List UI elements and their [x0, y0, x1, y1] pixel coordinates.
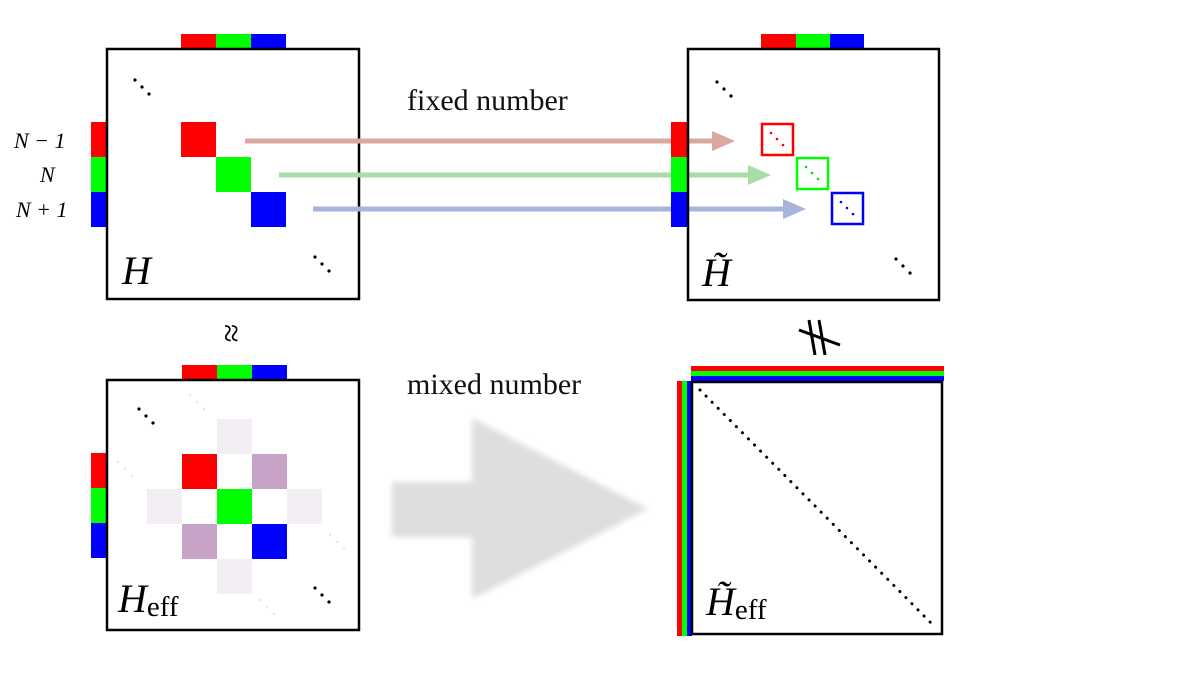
ht-left-strip-blue — [671, 192, 688, 227]
h-left-strip-blue — [91, 192, 107, 227]
ht-dots-top — [715, 80, 733, 98]
h-dots-bottom — [313, 255, 331, 273]
he-block-blue — [252, 524, 287, 559]
arrow-red — [245, 131, 735, 151]
hte-left-red — [677, 381, 682, 636]
arrow-green — [279, 165, 771, 185]
h-label: H — [121, 248, 153, 293]
ht-block-blue-dots — [839, 200, 855, 216]
approx-symbol: ≈ — [212, 324, 249, 343]
ht-block-red-dots — [769, 131, 785, 147]
row-label-n-minus-1: N − 1 — [13, 128, 66, 153]
ht-top-strip-red — [761, 34, 796, 49]
h-dots-top — [133, 78, 151, 96]
matrix-h-eff: Heff — [91, 365, 361, 632]
he-block-light-3 — [287, 489, 322, 524]
matrix-h: H — [91, 34, 361, 301]
h-block-green — [216, 157, 251, 192]
he-left-strip-green — [91, 488, 107, 523]
caption-fixed-number: fixed number — [407, 84, 568, 117]
h-left-strip-green — [91, 157, 107, 192]
h-tilde-label: H̃ — [701, 250, 733, 295]
caption-mixed-number: mixed number — [407, 368, 581, 401]
ht-left-strip-green — [671, 157, 688, 192]
h-left-strip-red — [91, 122, 107, 157]
h-top-strip-red — [181, 34, 216, 49]
hte-top-red — [691, 366, 944, 371]
h-tilde-eff-label: H̃eff — [705, 579, 767, 626]
h-top-strip-green — [216, 34, 251, 49]
hte-top-green — [691, 371, 944, 376]
he-block-purple-2 — [182, 524, 217, 559]
ht-block-red — [760, 122, 795, 157]
he-left-strip-red — [91, 453, 107, 488]
ht-top-strip-blue — [830, 34, 864, 49]
he-block-purple-1 — [252, 454, 287, 489]
he-block-light-4 — [217, 559, 252, 594]
he-top-strip-green — [217, 365, 252, 380]
big-arrow — [392, 418, 648, 599]
he-block-light-1 — [217, 419, 252, 454]
he-left-strip-blue — [91, 523, 107, 558]
ht-top-strip-green — [796, 34, 830, 49]
h-eff-label: Heff — [117, 576, 179, 623]
hte-left-blue — [687, 381, 692, 636]
he-block-light-2 — [147, 489, 182, 524]
he-faint-dots — [116, 393, 346, 616]
ht-frame — [686, 47, 941, 302]
he-dots-bottom — [313, 586, 331, 604]
h-top-strip-blue — [251, 34, 286, 49]
row-label-n-plus-1: N + 1 — [15, 197, 68, 222]
he-top-strip-red — [182, 365, 217, 380]
he-dots-top — [137, 407, 155, 425]
he-block-green — [217, 489, 252, 524]
h-block-red — [181, 122, 216, 157]
he-top-strip-blue — [252, 365, 287, 380]
hte-top-blue — [691, 376, 944, 381]
ht-dots-bottom — [894, 257, 912, 275]
ht-left-strip-red — [671, 122, 688, 157]
h-block-blue — [251, 192, 286, 227]
he-block-red — [182, 454, 217, 489]
arrow-blue — [313, 199, 806, 219]
matrix-h-tilde-eff: H̃eff — [677, 366, 944, 636]
not-equal-symbol — [798, 319, 841, 356]
ht-block-green-dots — [804, 165, 820, 181]
hte-left-green — [682, 381, 687, 636]
row-label-n: N — [39, 162, 56, 187]
matrix-h-tilde: H̃ — [671, 34, 941, 302]
